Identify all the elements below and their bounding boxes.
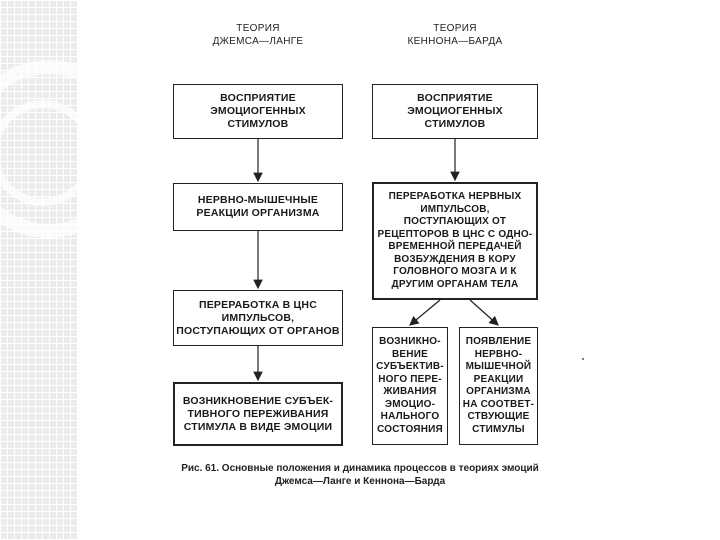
arrow-right-3 — [470, 300, 498, 325]
scan-speck — [582, 358, 584, 360]
arrow-right-2 — [410, 300, 440, 325]
figure-caption: Рис. 61. Основные положения и динамика п… — [170, 462, 550, 488]
